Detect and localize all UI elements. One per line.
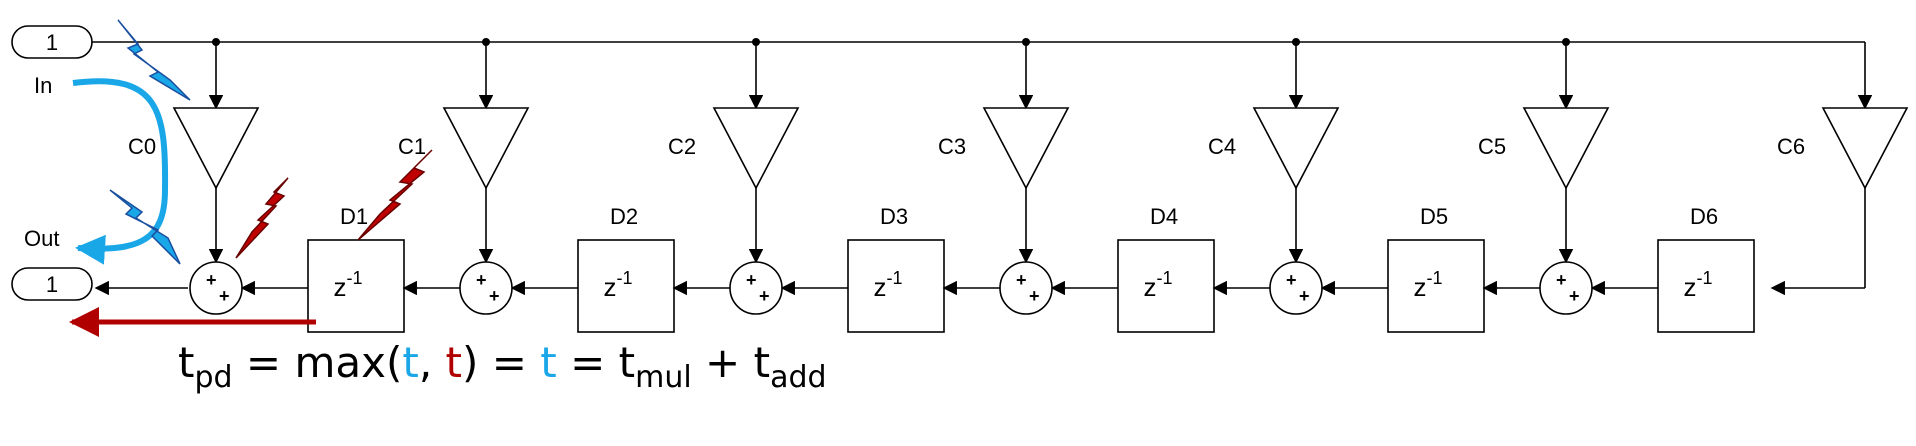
adder-sign: +: [489, 286, 500, 306]
propagation-delay-formula: tpd = max(t, t) = t = tmul + tadd: [178, 342, 827, 393]
output-label: Out: [24, 226, 59, 251]
gain-label-c0: C0: [128, 134, 156, 159]
formula-t-add: t: [753, 338, 771, 387]
input-label: In: [34, 73, 52, 98]
adder-5[interactable]: ++: [1539, 261, 1593, 315]
delay-z: z-1: [1413, 268, 1442, 302]
tail-wire: [1770, 188, 1866, 296]
adder-2[interactable]: ++: [729, 261, 783, 315]
input-port-value: 1: [46, 30, 58, 55]
delay-label-d1: D1: [340, 204, 368, 229]
adder-layer: ++++++++++++: [189, 261, 1593, 315]
gain-block-c1[interactable]: C1: [398, 38, 530, 264]
red-lightning-icon: [235, 177, 289, 259]
red-lightning-icon: [357, 149, 433, 241]
gain-block-c2[interactable]: C2: [668, 38, 800, 264]
adder-4[interactable]: ++: [1269, 261, 1323, 315]
adder-1[interactable]: ++: [459, 261, 513, 315]
delay-label-d2: D2: [610, 204, 638, 229]
adder-sign: +: [219, 286, 230, 306]
delay-label-d4: D4: [1150, 204, 1178, 229]
delay-block-d1[interactable]: z-1D1: [307, 204, 405, 333]
adder-sign: +: [1286, 270, 1297, 290]
blue-lightning-icon: [109, 189, 181, 265]
delay-layer: z-1D1 z-1D2 z-1D3 z-1D4 z-1 D5 z-1 D6: [240, 204, 1755, 333]
adder-sign: +: [1299, 286, 1310, 306]
formula-t-blue-2: t: [540, 338, 557, 387]
delay-block-d4[interactable]: z-1D4: [1117, 204, 1215, 333]
output-port[interactable]: 1: [11, 267, 93, 301]
formula-t-blue: t: [402, 338, 419, 387]
delay-block-d5[interactable]: z-1 D5: [1387, 204, 1485, 333]
formula-t: t: [178, 338, 195, 387]
gain-label-c5: C5: [1478, 134, 1506, 159]
delay-block-d2[interactable]: z-1D2: [577, 204, 675, 333]
blue-critical-path: [72, 78, 169, 265]
formula-add: add: [770, 360, 827, 395]
formula-plus: +: [691, 338, 754, 387]
adder-sign: +: [759, 286, 770, 306]
adder-sign: +: [1016, 270, 1027, 290]
adder-sign: +: [1556, 270, 1567, 290]
gain-label-c3: C3: [938, 134, 966, 159]
input-port[interactable]: 1: [11, 25, 93, 59]
gain-label-c2: C2: [668, 134, 696, 159]
formula-t-mul: t: [618, 338, 636, 387]
delay-block-d3[interactable]: z-1D3: [847, 204, 945, 333]
output-port-value: 1: [46, 272, 58, 297]
delay-z: z-1: [1683, 268, 1712, 302]
adder-sign: +: [1569, 286, 1580, 306]
formula-t-red: t: [445, 338, 462, 387]
adder-3[interactable]: ++: [999, 261, 1053, 315]
formula-comma: ,: [418, 338, 446, 387]
gain-label-c6: C6: [1777, 134, 1805, 159]
delay-label-d6: D6: [1690, 204, 1718, 229]
adder-sign: +: [746, 270, 757, 290]
adder-sign: +: [1029, 286, 1040, 306]
gain-block-c5[interactable]: C5: [1478, 38, 1610, 264]
gain-block-c0[interactable]: C0: [128, 38, 260, 264]
gain-label-c4: C4: [1208, 134, 1236, 159]
delay-label-d5: D5: [1420, 204, 1448, 229]
adder-sign: +: [476, 270, 487, 290]
formula-eq2: =: [556, 338, 619, 387]
blue-lightning-icon: [117, 19, 191, 101]
adder-0[interactable]: ++: [189, 261, 243, 315]
formula-mul: mul: [635, 360, 692, 395]
formula-close: ) =: [462, 338, 541, 387]
delay-label-d3: D3: [880, 204, 908, 229]
gain-block-c4[interactable]: C4: [1208, 38, 1340, 264]
delay-block-d6[interactable]: z-1 D6: [1657, 204, 1755, 333]
gain-layer: C0 C1 C2 C3 C4 C5 C6: [128, 38, 1909, 264]
formula-eq1: = max(: [232, 338, 403, 387]
gain-block-c6[interactable]: C6: [1777, 107, 1909, 190]
gain-block-c3[interactable]: C3: [938, 38, 1070, 264]
formula-pd: pd: [194, 360, 233, 395]
gain-label-c1: C1: [398, 134, 426, 159]
input-bus: [92, 41, 1873, 110]
adder-sign: +: [206, 270, 217, 290]
